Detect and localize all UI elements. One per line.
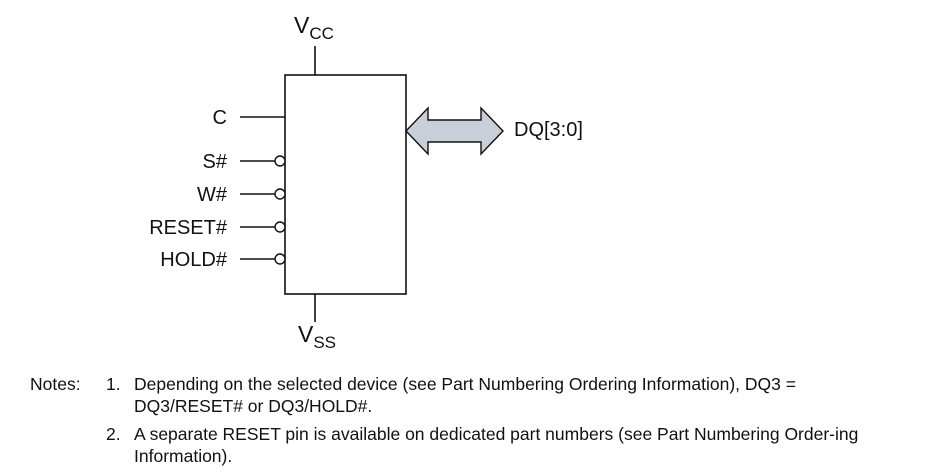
dq-bus-arrow (405, 106, 504, 156)
inversion-bubble-s (274, 155, 286, 167)
note-text: A separate RESET pin is available on ded… (134, 424, 859, 466)
notes-title: Notes: (30, 374, 81, 394)
pin-label-s: S# (203, 151, 228, 173)
inversion-bubble-hold (274, 253, 286, 265)
vcc-label: VCC (294, 12, 334, 43)
inversion-bubble-reset (274, 221, 286, 233)
chip-body (284, 74, 407, 295)
pin-label-hold: HOLD# (160, 249, 228, 271)
note-item: 1. Depending on the selected device (see… (106, 373, 906, 417)
vss-label: VSS (298, 321, 336, 352)
pin-label-reset: RESET# (149, 217, 228, 239)
dq-bus-label: DQ[3:0] (514, 119, 583, 141)
note-number: 1. (106, 374, 121, 394)
note-number: 2. (106, 424, 121, 444)
pin-label-w: W# (197, 184, 228, 206)
note-text: Depending on the selected device (see Pa… (134, 374, 796, 416)
pin-label-c: C (213, 107, 227, 129)
inversion-bubble-w (274, 188, 286, 200)
note-item: 2. A separate RESET pin is available on … (106, 423, 906, 467)
input-pins: C S# W# RESET# HOLD# (149, 107, 286, 271)
logic-diagram: VCC VSS C S# W# RESET# HOLD# DQ[3:0] (149, 12, 583, 352)
